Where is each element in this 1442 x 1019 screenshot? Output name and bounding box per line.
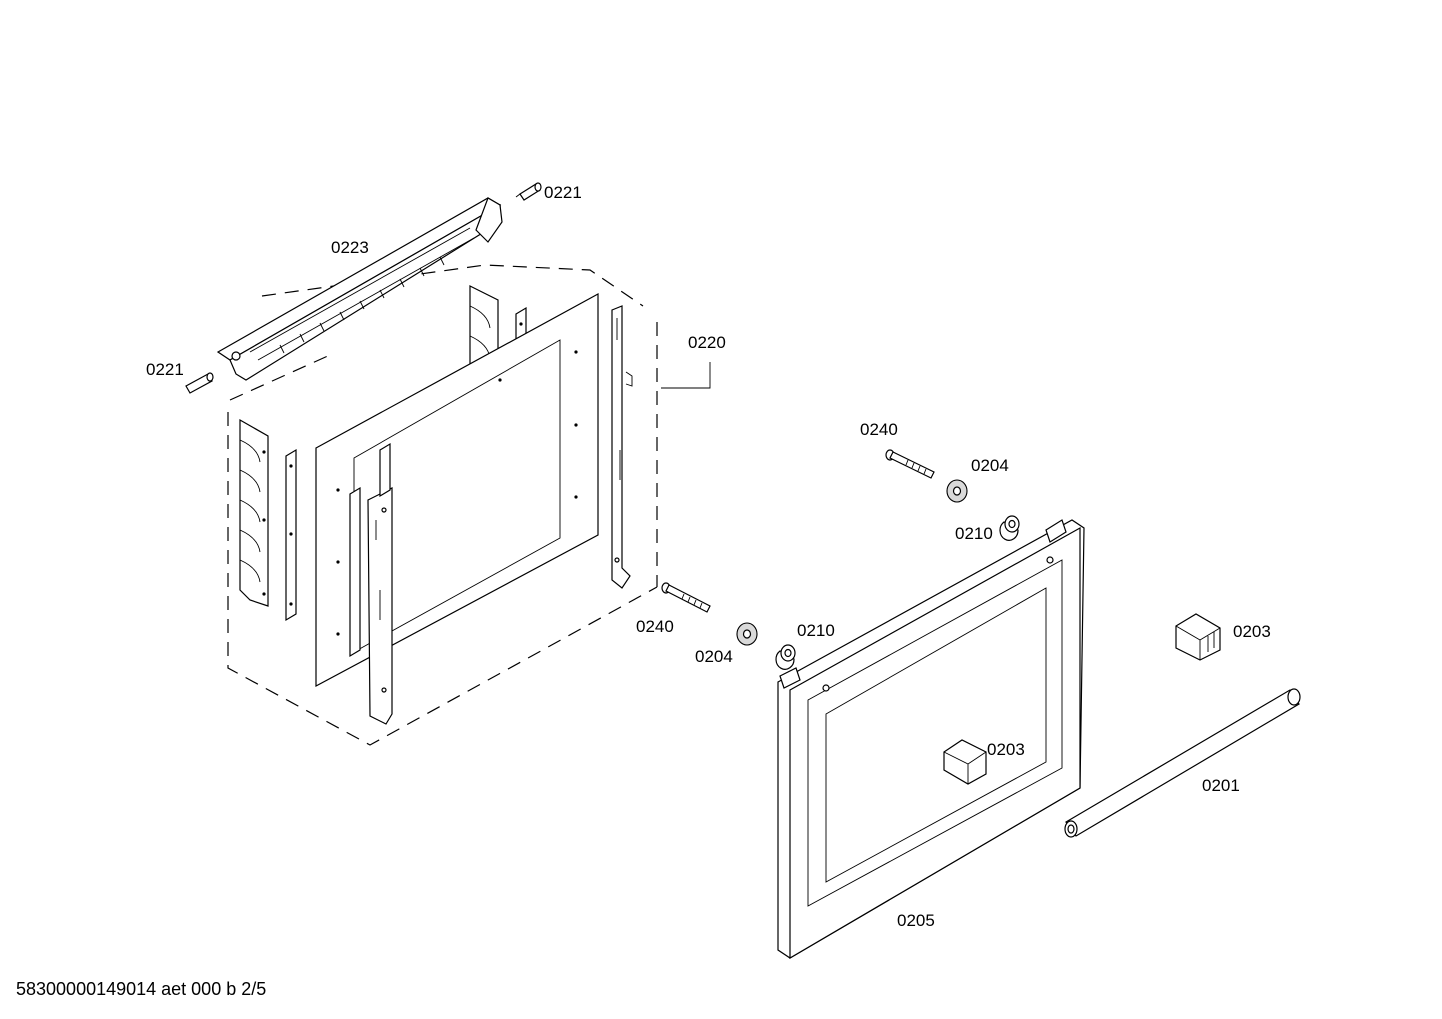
part-0210-bushing-lower: [775, 644, 796, 670]
part-labels: 0221 0223 0221 0220 0240 0204 0210 0240 …: [146, 183, 1271, 930]
part-0221-pin-left: [185, 372, 214, 394]
part-0203-clip-right: [1175, 613, 1221, 661]
label-0221-top: 0221: [544, 183, 582, 202]
label-0210-lower: 0210: [797, 621, 835, 640]
label-0210-upper: 0210: [955, 524, 993, 543]
part-0221-pin-top: [515, 182, 542, 201]
part-0204-washer-upper: [946, 479, 968, 503]
vertical-rail-back-right: [611, 305, 633, 589]
label-0204-lower: 0204: [695, 647, 733, 666]
label-0223: 0223: [331, 238, 369, 257]
label-0240-upper: 0240: [860, 420, 898, 439]
label-0201: 0201: [1202, 776, 1240, 795]
document-code: 58300000149014 aet 000 b 2/5: [16, 979, 267, 999]
assembly-group-0220-outline: [227, 264, 711, 746]
part-0204-washer-lower: [736, 622, 758, 646]
label-0220: 0220: [688, 333, 726, 352]
part-0223-top-trim: [216, 197, 503, 381]
part-0205-outer-door-panel: [777, 519, 1085, 960]
part-0201-handle-tube: [1064, 688, 1301, 838]
vent-fin-bracket-left: [239, 418, 297, 622]
part-0203-clip-inner: [943, 739, 987, 785]
label-0240-lower: 0240: [636, 617, 674, 636]
part-0210-bushing-upper: [999, 515, 1020, 541]
label-0204-upper: 0204: [971, 456, 1009, 475]
vertical-rail-front-left: [349, 442, 393, 725]
label-0203-right: 0203: [1233, 622, 1271, 641]
part-0240-screw-lower: [661, 582, 711, 613]
label-0205: 0205: [897, 911, 935, 930]
label-0221-left: 0221: [146, 360, 184, 379]
label-0203-inner: 0203: [987, 740, 1025, 759]
part-0240-screw-upper: [885, 449, 935, 479]
